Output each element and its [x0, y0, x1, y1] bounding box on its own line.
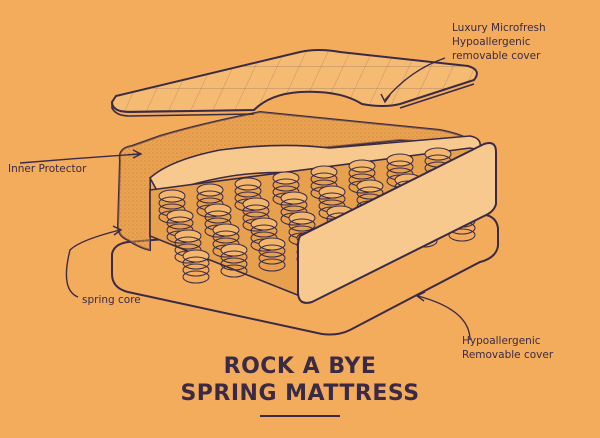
coil-ring	[182, 270, 210, 284]
coil-ring	[234, 177, 262, 191]
coil-ring	[386, 160, 414, 174]
coil-ring	[288, 218, 316, 232]
coil-ring	[310, 172, 338, 186]
coil-ring	[258, 258, 286, 272]
coil-ring	[220, 264, 248, 278]
coil-spring	[182, 249, 210, 284]
arrow-top-cover	[380, 93, 391, 104]
leader-spring-core	[65, 229, 121, 298]
coil-ring	[258, 237, 286, 251]
coil-ring	[348, 159, 376, 173]
coil-ring	[182, 263, 210, 277]
coil-ring	[204, 203, 232, 217]
coil-ring	[280, 191, 308, 205]
label-spring-core: spring core	[82, 294, 141, 306]
label-inner-protector: Inner Protector	[8, 163, 87, 175]
coil-ring	[386, 153, 414, 167]
coil-ring	[220, 243, 248, 257]
coil-ring	[166, 216, 194, 230]
coil-ring	[220, 257, 248, 271]
coil-ring	[318, 192, 346, 206]
coil-ring	[242, 204, 270, 218]
coil-ring	[242, 197, 270, 211]
label-bottom-cover-line2: Removable cover	[462, 349, 554, 361]
leader-bottom-cover	[417, 295, 471, 341]
coil-spring	[166, 209, 194, 244]
title-line1: ROCK A BYE	[223, 354, 377, 379]
coil-ring	[182, 256, 210, 270]
coil-spring	[386, 153, 414, 188]
title-line2: SPRING MATTRESS	[180, 381, 420, 406]
title-underline	[260, 415, 340, 417]
foam-top-sheet	[148, 135, 482, 198]
coil-ring	[310, 165, 338, 179]
coil-ring	[318, 185, 346, 199]
coil-ring	[356, 186, 384, 200]
coil-ring	[424, 147, 452, 161]
coil-ring	[174, 236, 202, 250]
arrow-spring-core	[112, 225, 123, 236]
top-cover	[110, 49, 478, 117]
coil-ring	[258, 244, 286, 258]
coil-ring	[204, 210, 232, 224]
coil-ring	[212, 223, 240, 237]
leader-top-cover	[384, 57, 446, 101]
coil-ring	[250, 217, 278, 231]
arrow-inner-protector	[132, 149, 143, 159]
coil-ring	[258, 251, 286, 265]
coil-ring	[348, 166, 376, 180]
coil-ring	[250, 224, 278, 238]
coil-ring	[288, 211, 316, 225]
label-bottom-cover: Hypoallergenic Removable cover	[462, 334, 553, 362]
arrow-bottom-cover	[415, 291, 426, 302]
coil-ring	[280, 198, 308, 212]
leader-inner-protector	[19, 153, 141, 164]
coil-ring	[272, 178, 300, 192]
coil-ring	[272, 171, 300, 185]
label-top-cover-line1: Luxury Microfresh	[452, 22, 546, 34]
coil-ring	[158, 196, 186, 210]
coil-ring	[196, 190, 224, 204]
coil-spring	[258, 237, 286, 272]
coil-ring	[182, 249, 210, 263]
leader-lines	[19, 57, 471, 341]
coil-ring	[212, 230, 240, 244]
coil-ring	[448, 228, 476, 242]
label-bottom-cover-line1: Hypoallergenic	[462, 335, 541, 347]
coil-ring	[196, 183, 224, 197]
coil-ring	[174, 229, 202, 243]
label-top-cover-line3: removable cover	[452, 50, 541, 62]
coil-ring	[158, 189, 186, 203]
coil-ring	[220, 250, 248, 264]
coil-ring	[234, 184, 262, 198]
coil-spring	[220, 243, 248, 278]
label-top-cover-line2: Hypoallergenic	[452, 36, 531, 48]
foam-side-panel	[297, 142, 497, 304]
coil-ring	[166, 209, 194, 223]
coil-ring	[356, 179, 384, 193]
label-top-cover: Luxury Microfresh Hypoallergenic removab…	[452, 21, 546, 63]
